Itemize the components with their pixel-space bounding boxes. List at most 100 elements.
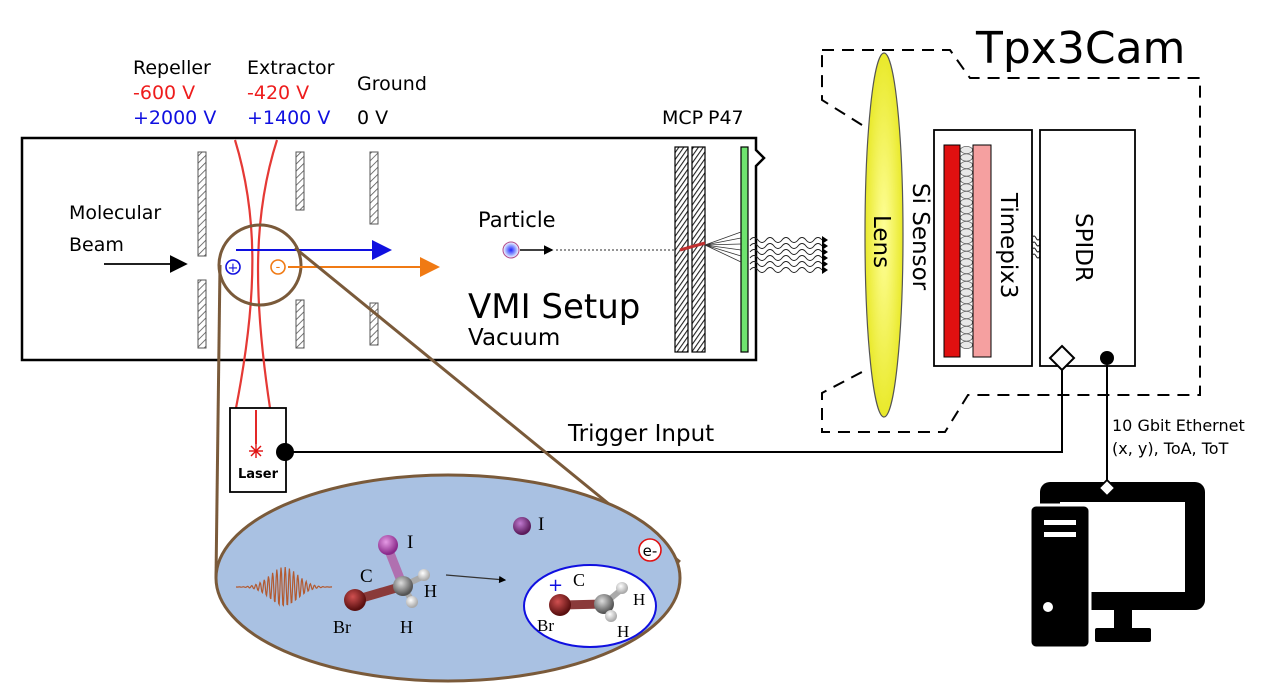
- mcp-avalanche: [679, 241, 706, 252]
- electron-particle: [638, 538, 662, 562]
- hydrogen-atom-1: [418, 569, 430, 581]
- laser-starburst-icon: [249, 444, 263, 458]
- bump-bond: [960, 160, 973, 169]
- ground-label: Ground: [357, 73, 427, 95]
- electron-cloud: [704, 231, 742, 263]
- bump-bond: [960, 310, 973, 319]
- si-sensor: [943, 144, 961, 358]
- bump-bond: [960, 325, 973, 334]
- trigger-label: Trigger Input: [567, 421, 714, 447]
- bump-bond: [960, 175, 973, 184]
- ion-bromine-label: Br: [537, 616, 554, 635]
- bromine-label: Br: [333, 617, 351, 637]
- bump-bond: [960, 205, 973, 214]
- ground-plate-top: [369, 151, 379, 225]
- cation-sign: +: [228, 261, 239, 276]
- molecule-ch2bri: [344, 535, 430, 611]
- timepix-chip: [972, 144, 992, 358]
- ground-plate-bottom: [369, 302, 379, 346]
- bump-bond: [960, 220, 973, 229]
- camera-housing: [821, 49, 1201, 433]
- ground-voltage: 0 V: [357, 107, 388, 129]
- bump-bond: [960, 250, 973, 259]
- si-sensor-label: Si Sensor: [907, 183, 933, 291]
- repeller-neg-voltage: -600 V: [133, 82, 195, 104]
- bump-bond: [960, 295, 973, 304]
- hydrogen-atom-2: [406, 596, 418, 608]
- bump-bond: [960, 153, 973, 162]
- molecular-label: Molecular: [69, 202, 161, 224]
- bump-bonds: [960, 145, 973, 349]
- lens-label: Lens: [868, 215, 894, 268]
- laser-beam-right-edge: [256, 139, 279, 409]
- electron-sign: -: [276, 260, 281, 275]
- ion-charge: +: [548, 575, 563, 596]
- carbon-label: C: [360, 566, 373, 587]
- laser-trigger-port: [276, 443, 294, 461]
- repeller-label: Repeller: [133, 57, 211, 79]
- reaction-arrow: [445, 574, 507, 584]
- iodine-fragment-label: I: [538, 514, 544, 535]
- iodine-atom: [378, 535, 398, 555]
- bump-bond: [960, 243, 973, 252]
- iodine-fragment: [513, 517, 531, 535]
- bump-bond: [960, 168, 973, 177]
- timepix-label: Timepix3: [995, 192, 1021, 299]
- carbon-atom: [393, 576, 413, 596]
- hydrogen-label-1: H: [424, 581, 437, 601]
- zoom-line-left: [214, 264, 222, 579]
- bump-bond: [960, 198, 973, 207]
- ion-hydrogen-atom-1: [616, 582, 628, 594]
- ion-bromine-atom: [549, 594, 571, 616]
- iodine-label: I: [407, 532, 413, 553]
- bump-bond: [960, 183, 973, 192]
- ion-carbon-atom: [594, 594, 614, 614]
- electron-symbol: [270, 259, 286, 275]
- ethernet-port: [1100, 351, 1114, 365]
- repeller-plate-bottom: [197, 279, 207, 349]
- ion-hydrogen-label-1: H: [633, 590, 645, 609]
- extractor-plate-bottom: [295, 299, 305, 349]
- electron-label: e-: [643, 542, 658, 560]
- laser-label: Laser: [238, 467, 279, 482]
- repeller-plate-top: [197, 151, 207, 257]
- bromine-atom: [344, 589, 366, 611]
- molecule-ch2br-ion: [549, 582, 628, 622]
- ethernet-label: 10 Gbit Ethernet: [1112, 416, 1245, 435]
- bump-bond: [960, 213, 973, 222]
- beam-label: Beam: [69, 234, 124, 256]
- phosphor-screen: [740, 146, 749, 353]
- computer-icon: [1028, 482, 1205, 650]
- bump-bond: [960, 265, 973, 274]
- bump-bond: [960, 190, 973, 199]
- bump-bond: [960, 303, 973, 312]
- extractor-pos-voltage: +1400 V: [247, 107, 330, 129]
- laser-box: [229, 407, 287, 493]
- vacuum-label: Vacuum: [468, 325, 560, 351]
- mcp-plate-back: [691, 146, 706, 353]
- hydrogen-label-2: H: [400, 617, 413, 637]
- ion-carbon-label: C: [573, 570, 585, 590]
- laser-pulse-icon: [236, 567, 333, 607]
- bump-bond: [960, 258, 973, 267]
- ethernet-data-label: (x, y), ToA, ToT: [1112, 439, 1229, 458]
- vacuum-chamber: [20, 136, 766, 362]
- ion-hydrogen-atom-2: [605, 610, 617, 622]
- bump-bond: [960, 280, 973, 289]
- bump-bond: [960, 145, 973, 154]
- computer-network-port: [1097, 478, 1117, 498]
- bump-bond: [960, 273, 973, 282]
- photon-emission: [749, 237, 823, 273]
- extractor-neg-voltage: -420 V: [247, 82, 309, 104]
- spidr-box: [1039, 129, 1136, 367]
- bump-bond: [960, 340, 973, 349]
- bump-bond: [960, 288, 973, 297]
- particle-icon: [502, 241, 520, 259]
- ion-hydrogen-label-2: H: [617, 622, 629, 641]
- photon-arrowheads: [822, 236, 828, 274]
- p47-label: P47: [708, 107, 744, 129]
- extractor-plate-top: [295, 151, 305, 211]
- spidr-label: SPIDR: [1070, 213, 1096, 282]
